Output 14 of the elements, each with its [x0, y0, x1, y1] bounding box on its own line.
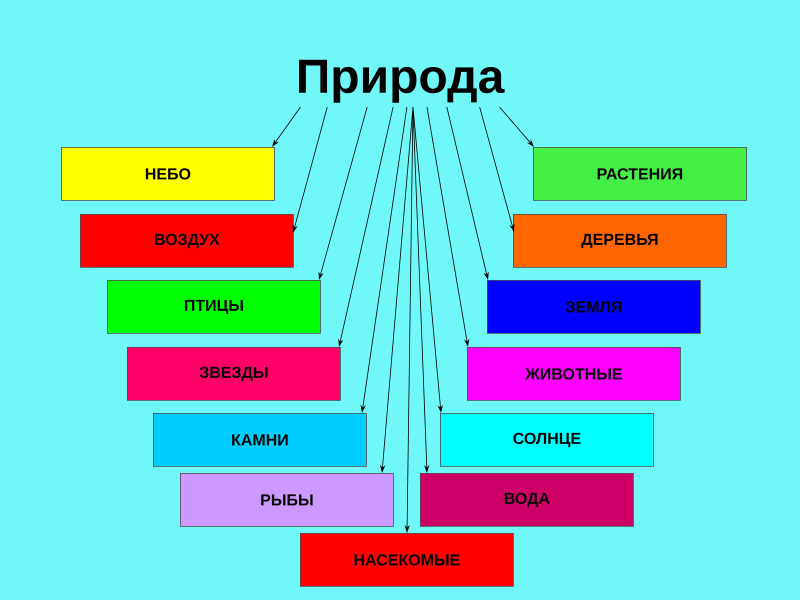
category-box: ЗЕМЛЯ: [487, 280, 701, 334]
category-box: СОЛНЦЕ: [440, 413, 654, 467]
category-box: ЗВЕЗДЫ: [127, 347, 341, 401]
category-box: ПТИЦЫ: [107, 280, 321, 334]
category-box: РАСТЕНИЯ: [533, 147, 747, 201]
category-box: КАМНИ: [153, 413, 367, 467]
category-box: ДЕРЕВЬЯ: [513, 214, 727, 268]
category-box: НЕБО: [61, 147, 275, 201]
category-box: ВОЗДУХ: [80, 214, 294, 268]
category-box: РЫБЫ: [180, 473, 394, 527]
category-box: ВОДА: [420, 473, 634, 527]
heading: Природа: [298, 60, 505, 103]
category-box: НАСЕКОМЫЕ: [300, 533, 514, 587]
category-box: ЖИВОТНЫЕ: [467, 347, 681, 401]
